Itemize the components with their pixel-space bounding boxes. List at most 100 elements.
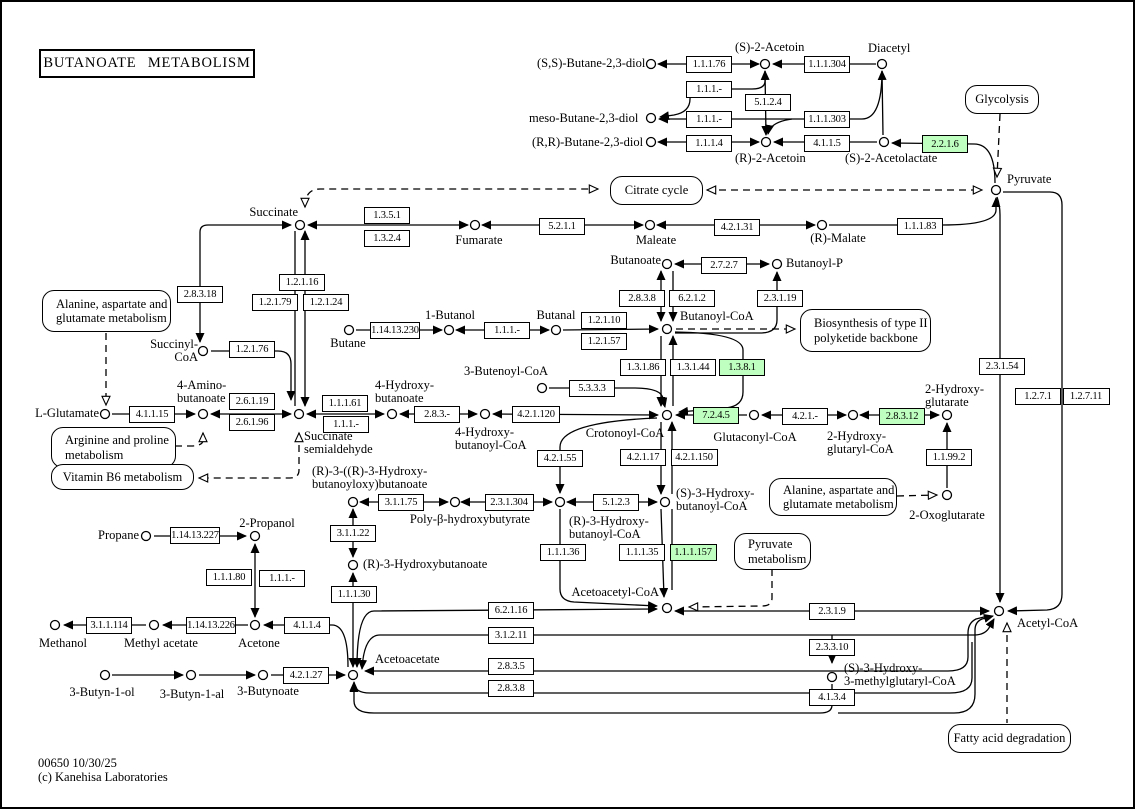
metabolite-node-propane[interactable] [140, 530, 152, 542]
metabolite-node-ss-butane-23-diol[interactable] [645, 58, 657, 70]
metabolite-node-2-hydroxyglutaryl-coa[interactable] [847, 409, 859, 421]
metabolite-node-fumarate[interactable] [469, 219, 481, 231]
enzyme-box-2.8.3.8[interactable]: 2.8.3.8 [488, 679, 534, 697]
enzyme-box-1.2.1.79[interactable]: 1.2.1.79 [252, 293, 298, 311]
enzyme-box-4.1.1.5[interactable]: 4.1.1.5 [804, 134, 850, 152]
enzyme-box-1.1.1.35[interactable]: 1.1.1.35 [619, 543, 665, 561]
metabolite-node-acetyl-coa[interactable] [993, 605, 1005, 617]
metabolite-node-r-2-acetoin[interactable] [760, 136, 772, 148]
enzyme-box-1.1.1.80[interactable]: 1.1.1.80 [206, 568, 252, 586]
enzyme-box-1.1.1.-[interactable]: 1.1.1.- [323, 415, 369, 433]
enzyme-box-1.3.5.1[interactable]: 1.3.5.1 [364, 206, 410, 224]
enzyme-box-2.3.3.10[interactable]: 2.3.3.10 [809, 638, 855, 656]
pathway-link-vitamin-b6-metabolism[interactable]: Vitamin B6 metabolism [51, 464, 194, 490]
metabolite-node-4-hydroxybutanoate[interactable] [386, 408, 398, 420]
metabolite-node-4-aminobutanoate[interactable] [197, 408, 209, 420]
enzyme-box-2.2.1.6[interactable]: 2.2.1.6 [922, 135, 968, 153]
enzyme-box-1.1.1.-[interactable]: 1.1.1.- [259, 569, 305, 587]
metabolite-node-3-butenoyl-coa[interactable] [536, 382, 548, 394]
metabolite-node-2-propanol[interactable] [249, 530, 261, 542]
enzyme-box-5.1.2.3[interactable]: 5.1.2.3 [593, 493, 639, 511]
enzyme-box-1.1.1.303[interactable]: 1.1.1.303 [804, 110, 850, 128]
enzyme-box-1.14.13.226[interactable]: 1.14.13.226 [186, 616, 236, 634]
enzyme-box-4.2.1.31[interactable]: 4.2.1.31 [714, 218, 760, 236]
enzyme-box-7.2.4.5[interactable]: 7.2.4.5 [693, 406, 739, 424]
metabolite-node-maleate[interactable] [644, 219, 656, 231]
enzyme-box-4.1.1.15[interactable]: 4.1.1.15 [129, 405, 175, 423]
metabolite-node-r3-r3-hydroxybutanoyloxy-butanoate[interactable] [347, 496, 359, 508]
enzyme-box-2.7.2.7[interactable]: 2.7.2.7 [701, 256, 747, 274]
enzyme-box-1.14.13.227[interactable]: 1.14.13.227 [170, 526, 220, 544]
enzyme-box-4.1.3.4[interactable]: 4.1.3.4 [809, 688, 855, 706]
enzyme-box-2.8.3.12[interactable]: 2.8.3.12 [879, 407, 925, 425]
metabolite-node-r-malate[interactable] [816, 219, 828, 231]
metabolite-node-s-2-acetolactate[interactable] [878, 136, 890, 148]
enzyme-box-5.1.2.4[interactable]: 5.1.2.4 [745, 93, 791, 111]
enzyme-box-1.1.1.304[interactable]: 1.1.1.304 [804, 55, 850, 73]
pathway-link-glycolysis[interactable]: Glycolysis [965, 85, 1039, 114]
metabolite-node-acetoacetyl-coa[interactable] [661, 602, 673, 614]
metabolite-node-methanol[interactable] [49, 619, 61, 631]
metabolite-node-glutaconyl-coa[interactable] [748, 409, 760, 421]
enzyme-box-1.1.99.2[interactable]: 1.1.99.2 [926, 448, 972, 466]
enzyme-box-4.1.1.4[interactable]: 4.1.1.4 [284, 616, 330, 634]
metabolite-node-crotonoyl-coa[interactable] [661, 409, 673, 421]
metabolite-node-s-3-hydroxybutanoyl-coa[interactable] [659, 496, 671, 508]
enzyme-box-1.1.1.4[interactable]: 1.1.1.4 [686, 134, 732, 152]
enzyme-box-1.1.1.-[interactable]: 1.1.1.- [686, 80, 732, 98]
metabolite-node-r-3-hydroxybutanoate[interactable] [347, 559, 359, 571]
enzyme-box-2.3.1.9[interactable]: 2.3.1.9 [809, 602, 855, 620]
enzyme-box-1.1.1.61[interactable]: 1.1.1.61 [322, 394, 368, 412]
metabolite-node-s-2-acetoin[interactable] [759, 58, 771, 70]
metabolite-node-s-3-hydroxy-3-methylglutaryl-coa[interactable] [826, 671, 838, 683]
enzyme-box-2.3.1.54[interactable]: 2.3.1.54 [979, 357, 1025, 375]
enzyme-box-1.2.7.1[interactable]: 1.2.7.1 [1015, 387, 1061, 405]
metabolite-node-3-butynoate[interactable] [257, 669, 269, 681]
metabolite-node-butanal[interactable] [550, 324, 562, 336]
enzyme-box-1.14.13.230[interactable]: 1.14.13.230 [370, 321, 420, 339]
enzyme-box-4.2.1.17[interactable]: 4.2.1.17 [620, 448, 666, 466]
metabolite-node-butanoate[interactable] [661, 258, 673, 270]
enzyme-box-2.3.1.19[interactable]: 2.3.1.19 [757, 289, 803, 307]
metabolite-node-1-butanol[interactable] [443, 324, 455, 336]
enzyme-box-2.8.3.18[interactable]: 2.8.3.18 [177, 285, 223, 303]
enzyme-box-2.6.1.96[interactable]: 2.6.1.96 [229, 413, 275, 431]
enzyme-box-4.2.1.120[interactable]: 4.2.1.120 [512, 405, 560, 423]
metabolite-node-pyruvate[interactable] [990, 184, 1002, 196]
enzyme-box-5.3.3.3[interactable]: 5.3.3.3 [569, 379, 615, 397]
enzyme-box-1.2.1.24[interactable]: 1.2.1.24 [303, 293, 349, 311]
enzyme-box-4.2.1.55[interactable]: 4.2.1.55 [537, 449, 583, 467]
metabolite-node-3-butyn-1-al[interactable] [185, 669, 197, 681]
metabolite-node-diacetyl[interactable] [876, 58, 888, 70]
enzyme-box-1.2.1.10[interactable]: 1.2.1.10 [581, 311, 627, 329]
enzyme-box-5.2.1.1[interactable]: 5.2.1.1 [539, 217, 585, 235]
enzyme-box-3.1.2.11[interactable]: 3.1.2.11 [488, 626, 534, 644]
enzyme-box-4.2.1.-[interactable]: 4.2.1.- [782, 407, 828, 425]
metabolite-node-butane[interactable] [343, 324, 355, 336]
metabolite-node-2-oxoglutarate[interactable] [941, 489, 953, 501]
enzyme-box-3.1.1.22[interactable]: 3.1.1.22 [330, 524, 376, 542]
enzyme-box-6.2.1.2[interactable]: 6.2.1.2 [669, 289, 715, 307]
enzyme-box-1.1.1.83[interactable]: 1.1.1.83 [897, 217, 943, 235]
enzyme-box-1.1.1.-[interactable]: 1.1.1.- [686, 110, 732, 128]
enzyme-box-1.2.1.57[interactable]: 1.2.1.57 [581, 332, 627, 350]
enzyme-box-1.1.1.157[interactable]: 1.1.1.157 [669, 543, 717, 561]
metabolite-node-butanoyl-coa[interactable] [661, 323, 673, 335]
enzyme-box-1.1.1.36[interactable]: 1.1.1.36 [540, 543, 586, 561]
pathway-link-citrate-cycle[interactable]: Citrate cycle [610, 176, 703, 205]
metabolite-node-succinyl-coa[interactable] [197, 345, 209, 357]
metabolite-node-acetone[interactable] [249, 619, 261, 631]
metabolite-node-poly-b-hydroxybutyrate[interactable] [449, 496, 461, 508]
metabolite-node-2-hydroxyglutarate[interactable] [941, 409, 953, 421]
metabolite-node-succinate[interactable] [294, 219, 306, 231]
enzyme-box-2.6.1.19[interactable]: 2.6.1.19 [229, 392, 275, 410]
pathway-link-fatty-acid-degradation[interactable]: Fatty acid degradation [948, 724, 1071, 753]
metabolite-node-rr-butane-23-diol[interactable] [645, 136, 657, 148]
enzyme-box-2.8.3.5[interactable]: 2.8.3.5 [488, 657, 534, 675]
enzyme-box-6.2.1.16[interactable]: 6.2.1.16 [488, 601, 534, 619]
